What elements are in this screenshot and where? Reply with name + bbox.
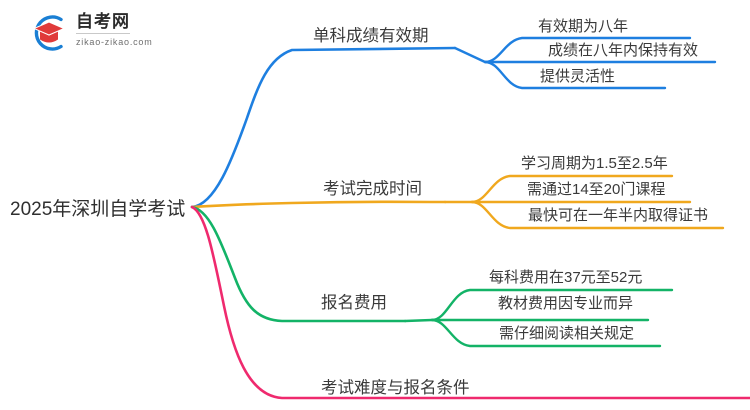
leaf-node-green-0[interactable]: 每科费用在37元至52元 bbox=[489, 269, 643, 286]
main-branch-line-pink bbox=[190, 205, 750, 400]
leaf-node-orange-0[interactable]: 学习周期为1.5至2.5年 bbox=[521, 155, 668, 172]
leaf-node-green-1[interactable]: 教材费用因专业而异 bbox=[498, 295, 634, 312]
leaf-branch-line-orange-2 bbox=[470, 200, 725, 230]
leaf-node-blue-2[interactable]: 提供灵活性 bbox=[540, 68, 616, 85]
leaf-branch-line-green-2 bbox=[430, 318, 662, 348]
leaf-node-orange-2[interactable]: 最快可在一年半内取得证书 bbox=[528, 207, 709, 224]
leaf-node-orange-1[interactable]: 需通过14至20门课程 bbox=[527, 181, 666, 198]
main-branch-line-blue bbox=[190, 46, 457, 209]
logo-subtitle: zikao-zikao.com bbox=[76, 37, 153, 47]
main-node-single-subject-validity[interactable]: 单科成绩有效期 bbox=[313, 27, 429, 45]
main-node-exam-difficulty-and-requirements[interactable]: 考试难度与报名条件 bbox=[321, 379, 470, 397]
sub-hub-line-blue bbox=[453, 46, 487, 64]
logo-mark-icon bbox=[32, 15, 66, 51]
main-branch-line-green bbox=[190, 205, 407, 323]
leaf-node-blue-0[interactable]: 有效期为八年 bbox=[538, 18, 629, 35]
main-branch-line-orange bbox=[190, 200, 447, 209]
logo-title: 自考网 bbox=[76, 12, 130, 34]
leaf-node-blue-1[interactable]: 成绩在八年内保持有效 bbox=[548, 42, 699, 59]
main-node-registration-fee[interactable]: 报名费用 bbox=[321, 294, 387, 312]
leaf-node-green-2[interactable]: 需仔细阅读相关规定 bbox=[499, 325, 635, 342]
main-node-exam-completion-time[interactable]: 考试完成时间 bbox=[323, 180, 422, 198]
leaf-branch-line-blue-2 bbox=[483, 60, 667, 90]
root-node-label[interactable]: 2025年深圳自学考试 bbox=[10, 199, 186, 220]
sub-hub-line-green bbox=[403, 318, 434, 323]
site-logo: 自考网 zikao-zikao.com bbox=[28, 10, 208, 56]
